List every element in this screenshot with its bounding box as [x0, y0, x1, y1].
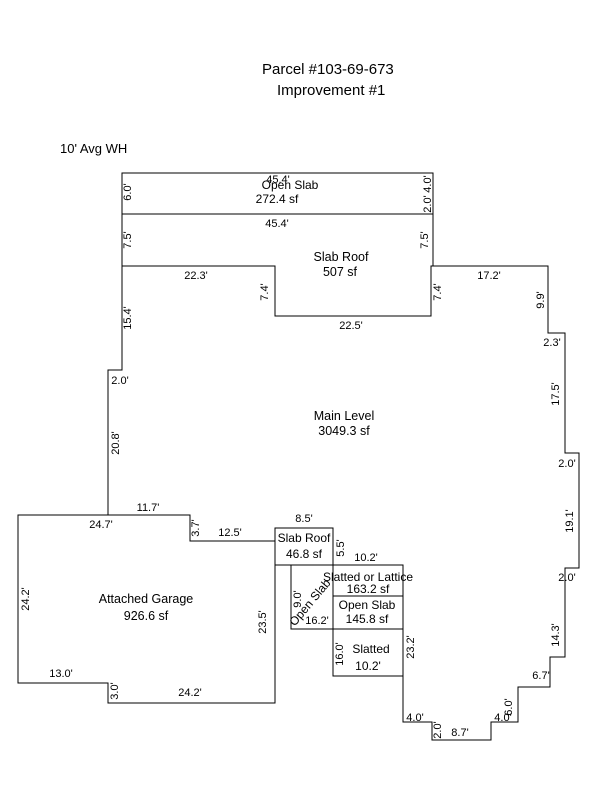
garage-label: Attached Garage: [99, 592, 194, 606]
main-level-label: Main Level: [314, 409, 374, 423]
slatted-label: Slatted: [352, 642, 389, 656]
dim-right-2-0b: 2.0': [558, 572, 575, 584]
dim-garage-bottom: 24.2': [178, 687, 202, 699]
dim-right-6-7: 6.7': [532, 670, 549, 682]
garage-outline: [17, 514, 276, 704]
open-slab-diag-outline: [290, 565, 333, 630]
dim-top-width: 45.4': [266, 174, 290, 186]
dim-bottom-4-0b: 4.0': [494, 712, 511, 724]
open-slab-mid-area: 145.8 sf: [346, 612, 389, 626]
slab-roof-small-area: 46.8 sf: [286, 547, 323, 561]
slab-roof-small-label: Slab Roof: [278, 531, 331, 545]
slatted-area: 10.2': [355, 659, 381, 673]
dim-bottom-4-0a: 4.0': [406, 712, 423, 724]
dim-right-9-9: 9.9': [535, 291, 547, 308]
wall-height-note: 10' Avg WH: [60, 141, 128, 156]
slatted-lattice-area: 163.2 sf: [347, 582, 390, 596]
dim-right-17-2: 17.2': [477, 270, 501, 282]
dim-roof-left: 7.5': [122, 231, 134, 248]
dim-10-2a: 10.2': [354, 552, 378, 564]
open-slab-top-area: 272.4 sf: [256, 192, 299, 206]
garage-area: 926.6 sf: [124, 609, 169, 623]
dim-garage-left: 24.2': [20, 587, 32, 611]
main-level-outline: [107, 214, 580, 741]
dim-roof-right: 7.5': [419, 231, 431, 248]
dim-small-roof-5-5: 5.5': [335, 539, 347, 556]
dim-left-11-7: 11.7': [137, 502, 160, 514]
dim-notch-left-width: 22.3': [184, 270, 208, 282]
improvement-number: Improvement #1: [277, 82, 386, 99]
dim-garage-13-0: 13.0': [49, 668, 73, 680]
open-slab-mid-label: Open Slab: [339, 598, 396, 612]
dim-notch-bottom: 22.5': [339, 320, 363, 332]
dim-right-2-0a: 2.0': [558, 458, 575, 470]
dim-right-2-3: 2.3': [543, 337, 560, 349]
slab-roof-top-label: Slab Roof: [314, 250, 369, 264]
dim-garage-right: 23.5': [257, 610, 269, 634]
dim-right-6-0: 6.0': [503, 698, 515, 715]
dim-right-17-5: 17.5': [550, 382, 562, 406]
dim-roof-width: 45.4': [265, 218, 289, 230]
dim-9-0: 9.0': [292, 590, 304, 607]
dim-garage-3-0: 3.0': [109, 682, 121, 699]
dim-small-roof-top: 8.5': [295, 513, 312, 525]
dim-notch-left-height: 7.4': [259, 283, 271, 300]
dim-top-right-4: 4.0': [422, 175, 434, 192]
dim-left-15-4: 15.4': [122, 306, 134, 330]
slatted-lattice-label: Slatted or Lattice: [323, 570, 413, 584]
dim-top-right-2: 2.0': [422, 195, 434, 212]
dim-left-20-8: 20.8': [110, 431, 122, 455]
dim-16-0: 16.0': [334, 642, 346, 666]
open-slab-top-label: Open Slab: [262, 178, 319, 192]
parcel-number: Parcel #103-69-673: [262, 61, 394, 78]
main-level-area: 3049.3 sf: [318, 424, 370, 438]
slatted-lattice-outline: [332, 565, 403, 677]
dim-right-14-3: 14.3': [550, 623, 562, 647]
dim-bottom-8-7: 8.7': [451, 727, 468, 739]
slab-roof-top-outline: [122, 213, 434, 266]
dim-left-2-0: 2.0': [111, 375, 128, 387]
dim-garage-12-5: 12.5': [218, 527, 242, 539]
slab-roof-top-area: 507 sf: [323, 265, 358, 279]
dim-bottom-2-0: 2.0': [432, 721, 444, 738]
dim-16-2: 16.2': [305, 615, 329, 627]
slab-roof-small-outline: [274, 527, 334, 566]
dim-notch-right-height: 7.4': [432, 283, 444, 300]
dim-right-19-1: 19.1': [564, 509, 576, 533]
dim-garage-3-7: 3.7': [190, 519, 202, 536]
dim-garage-top: 24.7': [89, 519, 113, 531]
dim-left-23-2: 23.2': [405, 635, 417, 659]
dim-top-left-6: 6.0': [122, 183, 134, 200]
